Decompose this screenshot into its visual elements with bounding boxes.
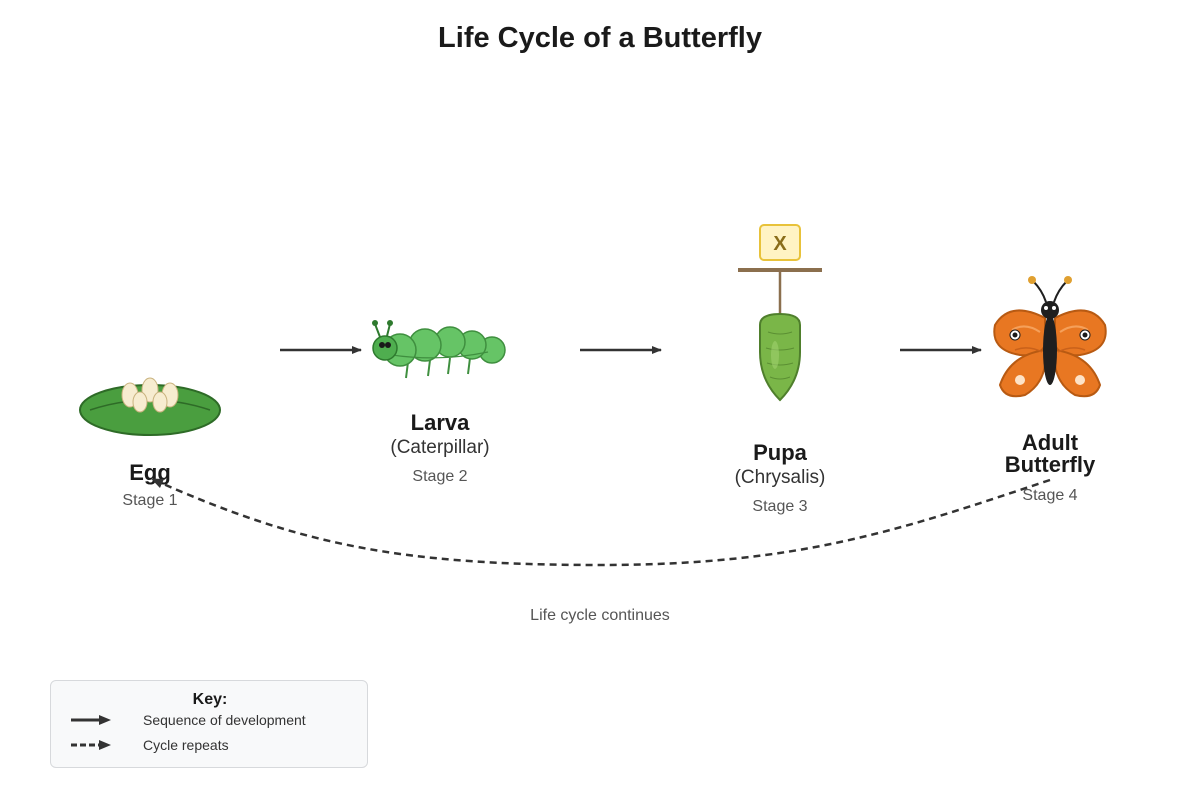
stage-subtitle-pupa: (Chrysalis) xyxy=(735,467,826,488)
legend-key: Key: Sequence of development Cycle repea… xyxy=(50,680,368,768)
egg-illustration xyxy=(79,377,221,436)
stage-name-adult: Adult xyxy=(1022,430,1079,455)
stage-name-pupa: Pupa xyxy=(753,440,808,465)
stage-name-egg: Egg xyxy=(129,460,171,485)
stage-number-3: Stage 3 xyxy=(752,498,807,515)
chrysalis-illustration xyxy=(738,224,822,402)
cycle-return-arrow xyxy=(151,477,1051,567)
key-dashed-label: Cycle repeats xyxy=(143,737,229,753)
key-title: Key: xyxy=(192,691,228,708)
stage-subtitle-larva: (Caterpillar) xyxy=(390,437,489,458)
cycle-continues-label: Life cycle continues xyxy=(530,607,670,624)
stage-name-larva: Larva xyxy=(411,410,470,435)
key-row-solid: Sequence of development xyxy=(69,711,359,731)
pupa-marker-label: X xyxy=(773,233,787,255)
key-row-dashed: Cycle repeats xyxy=(69,736,359,756)
dashed-arrow-icon xyxy=(71,740,111,750)
stage-name-butterfly: Butterfly xyxy=(1005,452,1096,477)
stage-number-1: Stage 1 xyxy=(122,492,177,509)
key-solid-label: Sequence of development xyxy=(143,712,306,728)
butterfly-illustration xyxy=(993,276,1107,398)
caterpillar-illustration xyxy=(372,320,506,379)
stage-number-2: Stage 2 xyxy=(412,468,467,485)
solid-arrow-icon xyxy=(71,715,111,725)
stage-number-4: Stage 4 xyxy=(1022,487,1077,504)
page-title: Life Cycle of a Butterfly xyxy=(438,22,762,54)
